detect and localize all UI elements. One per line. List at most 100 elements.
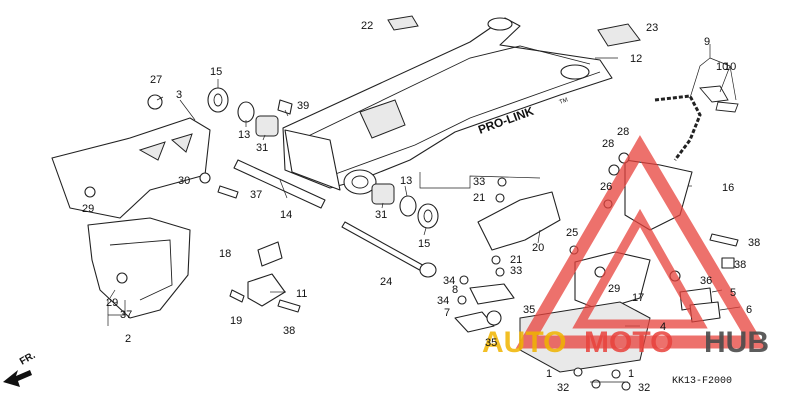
callout-37-upper: 37 <box>250 189 262 201</box>
callout-6: 6 <box>746 304 752 316</box>
collar-38-right-lower-part <box>721 257 735 269</box>
callout-13-lower: 13 <box>400 175 412 187</box>
callout-21-upper: 21 <box>473 192 485 204</box>
callout-31-upper: 31 <box>256 142 268 154</box>
callout-8: 8 <box>452 284 458 296</box>
front-direction-arrow <box>3 370 32 387</box>
callout-15-upper: 15 <box>210 66 222 78</box>
bolt-30-part <box>199 172 211 184</box>
callout-10-a: 10 <box>716 61 728 73</box>
pin-19-part <box>229 289 245 303</box>
bolt-33-lower-part <box>495 267 505 277</box>
dust-seal-15-lower <box>417 203 439 229</box>
bolt-38-right-upper-part <box>709 233 739 247</box>
chain-slider-part <box>51 117 211 219</box>
callout-35-lower: 35 <box>485 337 497 349</box>
bolt-21-lower-part <box>491 255 501 265</box>
bolt-35-part <box>486 310 502 326</box>
label-22-part <box>387 15 419 31</box>
callout-3: 3 <box>176 89 182 101</box>
diagram-reference-code: KK13-F2000 <box>672 376 732 387</box>
callout-27: 27 <box>150 74 162 86</box>
bolt-1-left-part <box>573 367 583 377</box>
callout-11: 11 <box>296 288 307 300</box>
dust-seal-15-upper-inner <box>213 93 223 107</box>
bolt-39-part <box>277 99 293 115</box>
pivot-collar-part <box>233 159 326 209</box>
swingarm <box>282 17 613 195</box>
callout-34-lower: 34 <box>437 295 449 307</box>
dust-seal-15-lower-inner <box>423 209 433 223</box>
callout-9: 9 <box>704 36 710 48</box>
callout-13-upper: 13 <box>238 129 250 141</box>
callout-29-right: 29 <box>608 283 620 295</box>
pivot-bolt-part <box>341 221 429 274</box>
watermark-text-moto: MOTO <box>584 326 673 359</box>
callout-19: 19 <box>230 315 242 327</box>
callout-30: 30 <box>178 175 190 187</box>
bolt-32-left-part <box>591 379 601 389</box>
chain-guard-detail <box>109 239 173 301</box>
callout-5: 5 <box>730 287 736 299</box>
callout-37-lower: 37 <box>120 309 132 321</box>
pivot-nut <box>419 262 437 278</box>
callout-14: 14 <box>280 209 292 221</box>
callout-38-right-lower: 38 <box>734 259 746 271</box>
bolt-38-lower-left-part <box>277 299 301 313</box>
callout-12: 12 <box>630 53 642 65</box>
callout-32-left: 32 <box>557 382 569 394</box>
watermark-logo <box>515 135 767 349</box>
callout-25: 25 <box>566 227 578 239</box>
callout-38-lower-left: 38 <box>283 325 295 337</box>
callout-29-lower-left: 29 <box>106 297 118 309</box>
callout-10-b: 10 <box>724 61 736 73</box>
bracket-20-part <box>477 191 561 251</box>
bolt-32-right-part <box>621 381 631 391</box>
callout-36: 36 <box>700 275 712 287</box>
nut-27-part <box>147 94 163 110</box>
callout-7: 7 <box>444 307 450 319</box>
bolt-1-right-part <box>611 369 621 379</box>
callout-35-upper: 35 <box>523 304 535 316</box>
callout-26: 26 <box>600 181 612 193</box>
callout-33-lower: 33 <box>510 265 522 277</box>
watermark-text-hub: HUB <box>704 326 769 359</box>
needle-bearing-31-upper <box>255 115 279 137</box>
drive-chain <box>654 85 739 161</box>
nut-34-lower-part <box>457 295 467 305</box>
callout-23: 23 <box>646 22 658 34</box>
callout-15-lower: 15 <box>418 238 430 250</box>
callout-31-lower: 31 <box>375 209 387 221</box>
nut-28-lower <box>608 164 620 176</box>
watermark-triangle-outer <box>515 135 767 349</box>
callout-16: 16 <box>722 182 734 194</box>
callout-32-right: 32 <box>638 382 650 394</box>
callout-28-lower: 28 <box>602 138 614 150</box>
bolt-37-lower-part <box>116 272 128 284</box>
callout-33-upper: 33 <box>473 176 485 188</box>
callout-38-right-upper: 38 <box>748 237 760 249</box>
chain-guard-part <box>87 217 191 319</box>
callout-4: 4 <box>660 321 666 333</box>
plate-7-part <box>454 311 495 333</box>
callout-29-upper-left: 29 <box>82 203 94 215</box>
collar-13-upper <box>237 101 255 123</box>
callout-17: 17 <box>632 292 644 304</box>
callout-39: 39 <box>297 100 309 112</box>
bolt-29-upper-part <box>84 186 96 198</box>
chain-slider-hatch <box>138 141 166 161</box>
collar-13-lower <box>399 195 417 217</box>
dust-seal-15-upper <box>207 87 229 113</box>
watermark-triangle-inner <box>572 208 708 329</box>
front-direction-label: FR. <box>18 350 38 368</box>
plate-8-part <box>469 283 515 305</box>
nut-34-upper-part <box>459 275 469 285</box>
callout-24: 24 <box>380 276 392 288</box>
callout-20: 20 <box>532 242 544 254</box>
callout-28-upper: 28 <box>617 126 629 138</box>
callout-2: 2 <box>125 333 131 345</box>
label-23-part <box>597 23 641 47</box>
callout-labels: 1 1 2 3 4 5 6 7 8 9 10 10 11 12 13 13 14… <box>82 20 760 394</box>
chain-slider-hatch-2 <box>170 133 193 153</box>
